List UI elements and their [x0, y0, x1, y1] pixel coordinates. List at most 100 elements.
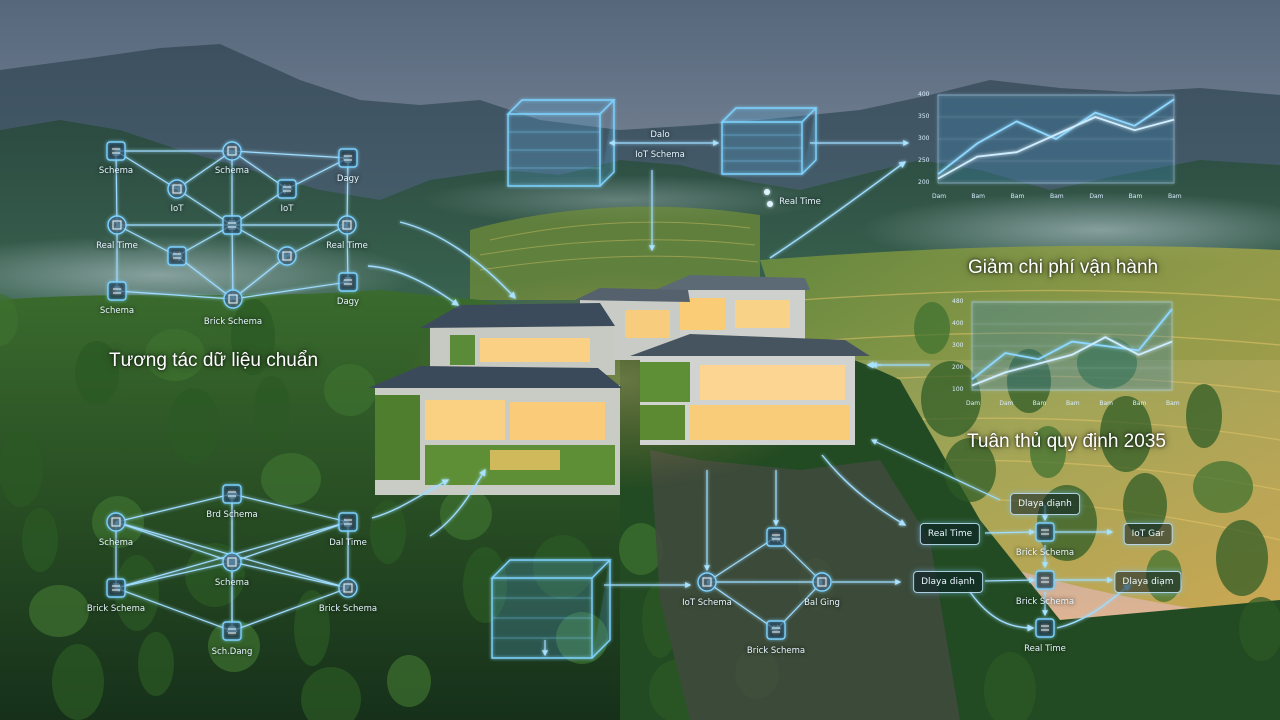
node-glyph: [172, 184, 182, 194]
connector-curve: [969, 591, 1035, 632]
tree-crown: [0, 431, 43, 507]
tree-crown: [52, 644, 104, 720]
connector-line: [705, 536, 778, 583]
node-glyph: [227, 557, 237, 567]
tree-crown: [619, 523, 663, 575]
wireframe-box: [720, 107, 818, 175]
chart-tick-label: Bam: [971, 193, 985, 200]
tree-crown: [1193, 461, 1253, 513]
connector-line: [870, 439, 1001, 501]
node-glyph: [227, 146, 237, 156]
node-icon: [766, 620, 786, 640]
chart-tick-label: Bam: [1032, 400, 1047, 407]
tree-crown: [231, 299, 275, 375]
tree-crown: [261, 453, 321, 505]
node-glyph: [112, 220, 122, 230]
tree-crown: [324, 364, 376, 416]
wireframe-box: [490, 559, 612, 659]
node-label: Brick Schema: [1015, 597, 1075, 607]
tree-crown: [208, 620, 260, 672]
data-pill: Dlaya diạnh: [1010, 493, 1080, 515]
node-glyph: [282, 251, 292, 261]
chart-series-line: [971, 336, 1173, 387]
tree-crown: [914, 302, 950, 354]
node-label: IoT Schema: [682, 598, 732, 608]
tree-crown: [301, 667, 361, 720]
node-label: Dagy: [336, 297, 360, 307]
wireframe-box: [506, 99, 616, 187]
connector-line: [984, 529, 1036, 536]
node-label: Schema: [214, 166, 250, 176]
node-glyph: [111, 517, 121, 527]
node-label: Brick Schema: [1015, 548, 1075, 558]
connector-line: [232, 255, 288, 300]
node-icon: [167, 179, 187, 199]
node-label: Dal Time: [329, 538, 367, 548]
node-icon: [222, 484, 242, 504]
tree-crown: [1123, 473, 1167, 537]
connector-line: [229, 223, 236, 301]
tree-crown: [75, 341, 119, 405]
node-icon: [812, 572, 832, 592]
chart-tick-label: 300: [918, 135, 930, 142]
node-label: Schema: [98, 166, 134, 176]
chart-tick-label: Bam: [1010, 193, 1025, 200]
tree-crown: [185, 543, 245, 607]
node-icon: [338, 512, 358, 532]
node-icon: [106, 141, 126, 161]
tree-crown: [0, 294, 18, 346]
chart-tick-label: 200: [918, 179, 930, 186]
node-label: Brick Schema: [318, 604, 378, 614]
tree-crown: [1186, 384, 1222, 448]
node-label: Dagy: [336, 174, 360, 184]
caption-compliance-2035: Tuân thủ quy định 2035: [967, 431, 1166, 452]
connector-line: [115, 224, 179, 257]
connector-line: [706, 581, 777, 631]
data-pill: IoT Gar: [1123, 523, 1173, 545]
node-icon: [167, 246, 187, 266]
connector-curve: [399, 221, 516, 300]
tree-crown: [29, 585, 89, 637]
connector-curve: [429, 468, 486, 537]
tree-crown: [944, 438, 996, 502]
node-icon: [222, 215, 242, 235]
node-glyph: [817, 577, 827, 587]
node-label: Real Time: [779, 197, 821, 207]
tree-crown: [1100, 396, 1152, 472]
tree-crown: [145, 329, 205, 381]
chart-tick-label: 200: [952, 364, 964, 371]
caption-standard-data-interaction: Tương tác dữ liệu chuẩn: [109, 350, 319, 371]
data-pill: Dlaya diạnh: [913, 571, 983, 593]
node-icon: [1035, 522, 1055, 542]
node-icon: [107, 281, 127, 301]
node-label: Brd Schema: [206, 510, 258, 520]
tree-crown: [138, 632, 174, 696]
tree-crown: [1030, 426, 1066, 478]
chart-tick-label: Bam: [1166, 400, 1180, 407]
node-label: Dalo: [650, 130, 670, 140]
node-label: IoT: [170, 204, 184, 214]
node-label: Schema: [98, 538, 134, 548]
node-icon: [223, 289, 243, 309]
node-label: Brick Schema: [86, 604, 146, 614]
connector-line: [285, 224, 349, 257]
chart-tick-label: Bam: [1168, 193, 1182, 200]
connector-curve: [769, 161, 907, 259]
chart-tick-label: Bam: [1066, 400, 1080, 407]
tree-crown: [370, 500, 406, 564]
node-icon: [277, 179, 297, 199]
tree-crown: [1239, 597, 1280, 661]
data-pill: Dlaya diạm: [1114, 571, 1182, 593]
connector-line: [114, 150, 179, 190]
node-label: Brick Schema: [746, 646, 806, 656]
chart-tick-label: Bam: [1128, 193, 1143, 200]
chart-tick-label: 350: [918, 113, 930, 120]
tree-crown: [254, 376, 290, 440]
node-label: Real Time: [326, 241, 368, 251]
chart-tick-label: 400: [918, 91, 930, 98]
chart-tick-label: Bam: [1099, 400, 1113, 407]
node-icon: [337, 215, 357, 235]
connector-line: [984, 577, 1036, 584]
node-icon: [338, 148, 358, 168]
node-glyph: [343, 583, 353, 593]
